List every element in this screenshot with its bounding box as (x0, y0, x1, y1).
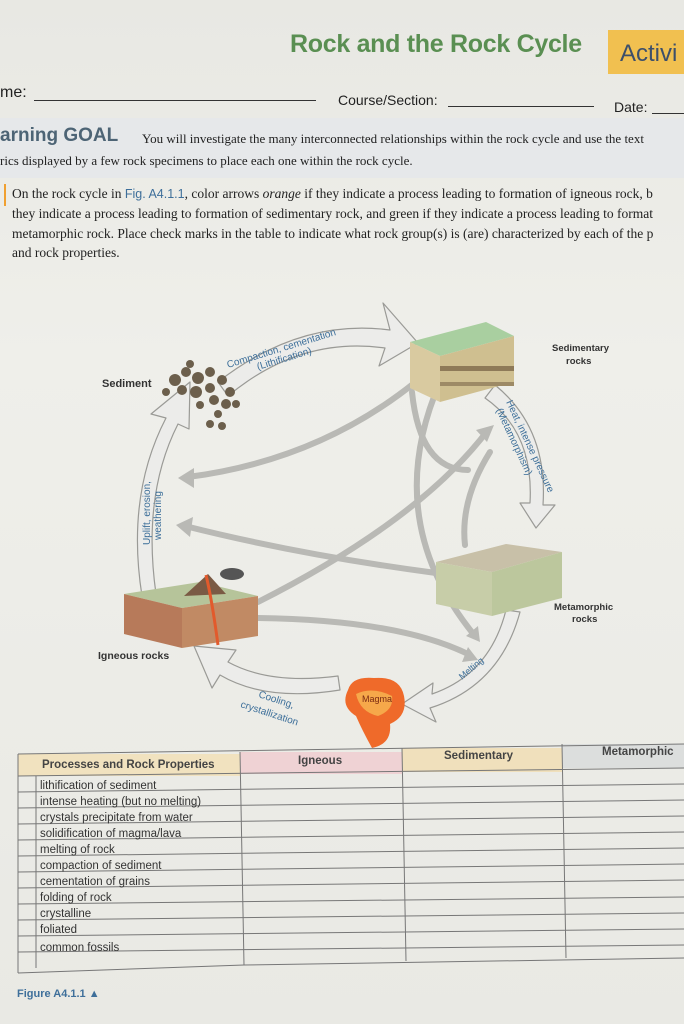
crystallization-arrow (193, 645, 341, 695)
name-field[interactable] (34, 100, 316, 101)
igneous-to-sediment-arrow (255, 427, 491, 605)
properties-table (17, 743, 684, 974)
activity-tab: Activi (608, 30, 684, 74)
magma-highlight (356, 690, 393, 716)
course-field[interactable] (448, 106, 594, 107)
magma-label: Magma (362, 694, 392, 704)
compaction-arrow (217, 302, 419, 397)
row-label: crystalline (40, 908, 92, 920)
uplift-arrow (136, 381, 191, 597)
sedimentary-label-2: rocks (566, 356, 591, 367)
sedimentary-header-cell (402, 748, 562, 772)
uplift-label-2: weathering (153, 491, 164, 541)
table-header-label: Processes and Rock Properties (42, 759, 215, 771)
row-label: compaction of sediment (40, 860, 162, 872)
sedimentary-to-metamorphic-arrow (409, 389, 471, 473)
inner-arrowheads (176, 425, 494, 662)
figure-caption: Figure A4.1.1 ▲ (17, 988, 100, 1000)
date-field[interactable] (652, 113, 684, 114)
goal-text-line-1: You will investigate the many interconne… (142, 131, 644, 146)
row-label: cementation of grains (40, 876, 150, 888)
metamorphic-header-cell (562, 744, 684, 768)
row-label: melting of rock (40, 844, 115, 856)
learning-goal-band (0, 118, 684, 178)
uplift-label-1: Uplift, erosion, (142, 481, 153, 545)
sedimentary-label-1: Sedimentary (552, 343, 610, 354)
table-header-cell (18, 754, 240, 776)
column-metamorphic: Metamorphic (602, 746, 674, 758)
sedimentary-to-sediment-arrow (185, 377, 421, 480)
melting-arrow (401, 609, 521, 723)
column-sedimentary: Sedimentary (444, 750, 514, 762)
instruction-line-4: and rock properties. (12, 245, 120, 260)
metamorphism-arrow (484, 384, 556, 529)
metamorphic-label-2: rocks (572, 614, 597, 625)
row-label: intense heating (but no melting) (40, 796, 202, 808)
instruction-line-1: On the rock cycle in Fig. A4.1.1, color … (12, 186, 653, 201)
instruction-line-2: they indicate a process leading to forma… (12, 206, 654, 221)
igneous-block (124, 568, 258, 648)
sedimentary-block (410, 322, 514, 402)
instruction-line-3: metamorphic rock. Place check marks in t… (12, 226, 654, 241)
page-title: Rock and the Rock Cycle (290, 30, 582, 58)
date-label: Date: (614, 99, 648, 115)
metamorphic-label-1: Metamorphic (554, 602, 613, 613)
metamorphic-block (436, 544, 562, 616)
row-label: solidification of magma/lava (40, 828, 182, 840)
instruction-marker (4, 184, 6, 206)
row-label: folding of rock (40, 892, 112, 904)
sediment-label: Sediment (102, 378, 152, 390)
row-label: common fossils (40, 942, 120, 954)
learning-goal-heading: arning GOAL (0, 125, 119, 146)
rock-cycle-diagram: Sediment Sedimentary rocks Metamorphic r… (98, 302, 613, 748)
igneous-label: Igneous rocks (98, 650, 169, 662)
row-label: lithification of sediment (40, 780, 157, 792)
igneous-header-cell (240, 752, 402, 774)
table-grid (17, 743, 684, 974)
goal-text-line-2: rics displayed by a few rock specimens t… (0, 153, 413, 168)
figure-reference: Fig. A4.1.1 (124, 187, 185, 201)
inner-down-arrow (461, 449, 493, 548)
cycle-outer-arrows[interactable] (136, 302, 556, 723)
row-label: crystals precipitate from water (40, 812, 193, 824)
metamorphic-to-sediment-arrow (182, 523, 439, 576)
sediment-pile (162, 360, 240, 430)
course-label: Course/Section: (338, 92, 438, 108)
igneous-to-metamorphic-arrow (255, 615, 473, 658)
row-label: foliated (40, 924, 78, 936)
column-igneous: Igneous (298, 755, 343, 767)
name-label: me: (0, 84, 27, 101)
